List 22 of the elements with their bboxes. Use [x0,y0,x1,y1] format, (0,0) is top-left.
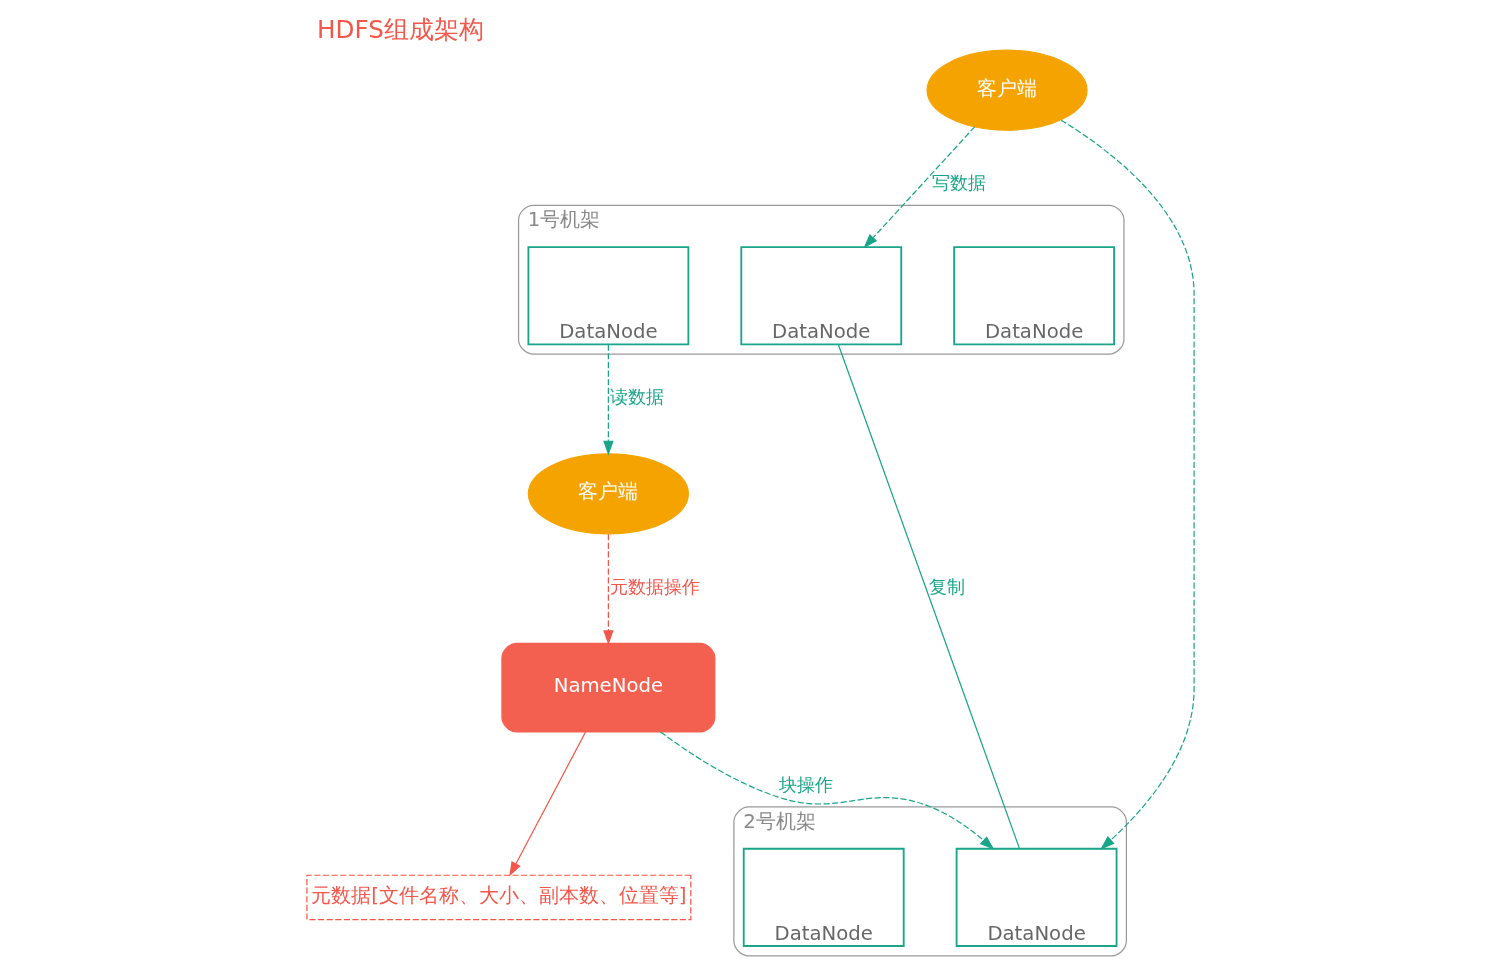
node-box: DataNode [952,246,1115,346]
arrow [1060,119,1195,850]
arrow [602,533,614,646]
node-box: DataNode [955,847,1117,947]
diagram-title: HDFS组成架构 [316,14,484,44]
edge-label: 复制 [928,575,965,597]
arrow [863,126,975,249]
connector [837,343,1020,850]
node-ellipse: 客户端 [925,49,1088,131]
arrow [602,344,614,456]
arrow [659,731,994,850]
edge-label: 写数据 [931,172,986,194]
edge-label: 元数据操作 [609,575,700,597]
edge-label: 块操作 [778,773,833,795]
node-box: DataNode [742,847,905,947]
node-ellipse: 客户端 [527,453,689,535]
node-box: DataNode [526,246,689,346]
edge-label: 读数据 [609,386,664,408]
arrow [508,731,586,877]
node-box: DataNode [739,246,902,346]
node-box: NameNode [500,642,715,733]
node-box: 元数据[文件名称、大小、副本数、位置等] [305,874,691,921]
